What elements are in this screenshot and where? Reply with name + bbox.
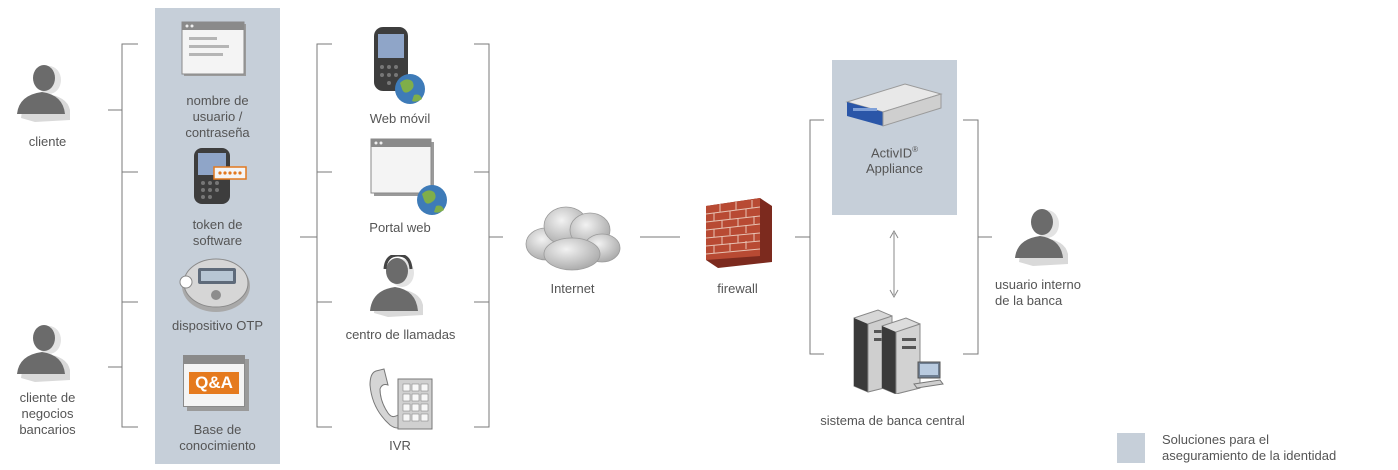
ivr-phone-keypad-icon — [369, 368, 433, 430]
internal-user-label-line1: usuario interno — [995, 277, 1081, 292]
web-portal-window-globe-icon — [370, 138, 447, 215]
password-label-line1: nombre de — [186, 93, 249, 108]
appliance-panel — [832, 60, 957, 215]
activid-appliance-label-line1: ActivID® — [832, 142, 957, 161]
legend-text: Soluciones para el aseguramiento de la i… — [1162, 432, 1336, 464]
login-window-icon — [181, 21, 246, 76]
activid-appliance-label: ActivID® Appliance — [832, 142, 957, 177]
legend-swatch — [1117, 433, 1145, 463]
web-portal-label: Portal web — [369, 220, 431, 235]
business-client-label: cliente de negocios bancarios — [5, 390, 90, 438]
otp-device-label: dispositivo OTP — [171, 318, 264, 333]
soft-token-label-line1: token de — [192, 217, 243, 232]
business-client-person-icon — [17, 325, 70, 382]
knowledge-base-window-icon: Q&A — [183, 355, 249, 411]
core-banking-servers-icon — [853, 309, 944, 394]
soft-token-label: token de software — [160, 217, 275, 249]
firewall-label: firewall — [717, 281, 758, 296]
password-label-line2: usuario / — [192, 109, 243, 124]
business-client-label-line3: bancarios — [19, 422, 76, 437]
password-label-line3: contraseña — [185, 125, 250, 140]
firewall-brick-wall-icon — [705, 198, 772, 268]
otp-device-icon — [179, 258, 250, 312]
client-person-icon — [17, 65, 70, 122]
knowledge-base-label: Base de conocimiento — [160, 422, 275, 454]
password-label: nombre de usuario / contraseña — [160, 93, 275, 141]
client-label: cliente — [28, 134, 67, 149]
internet-cloud-icon — [525, 206, 621, 271]
legend-line1: Soluciones para el — [1162, 432, 1269, 447]
mobile-web-label: Web móvil — [369, 111, 431, 126]
internal-user-label: usuario interno de la banca — [995, 277, 1110, 309]
soft-token-phone-icon — [194, 148, 247, 204]
activid-appliance-label-line2: Appliance — [865, 161, 924, 177]
activid-appliance-server-icon — [845, 83, 943, 127]
knowledge-base-label-line1: Base de — [193, 422, 242, 437]
knowledge-base-label-line2: conocimiento — [179, 438, 256, 453]
internet-label: Internet — [550, 281, 595, 296]
mobile-web-phone-globe-icon — [374, 27, 425, 104]
call-center-headset-icon — [370, 255, 423, 317]
call-center-label: centro de llamadas — [345, 327, 456, 342]
internal-user-label-line2: de la banca — [995, 293, 1063, 308]
registered-mark: ® — [912, 145, 919, 154]
legend-line2: aseguramiento de la identidad — [1162, 448, 1337, 463]
business-client-label-line2: negocios — [21, 406, 74, 421]
activid-brand: ActivID — [870, 145, 913, 161]
qa-badge: Q&A — [189, 372, 239, 394]
ivr-label: IVR — [389, 438, 411, 453]
internal-user-person-icon — [1015, 209, 1068, 266]
soft-token-label-line2: software — [192, 233, 243, 248]
business-client-label-line1: cliente de — [19, 390, 76, 405]
core-banking-label: sistema de banca central — [820, 413, 965, 428]
